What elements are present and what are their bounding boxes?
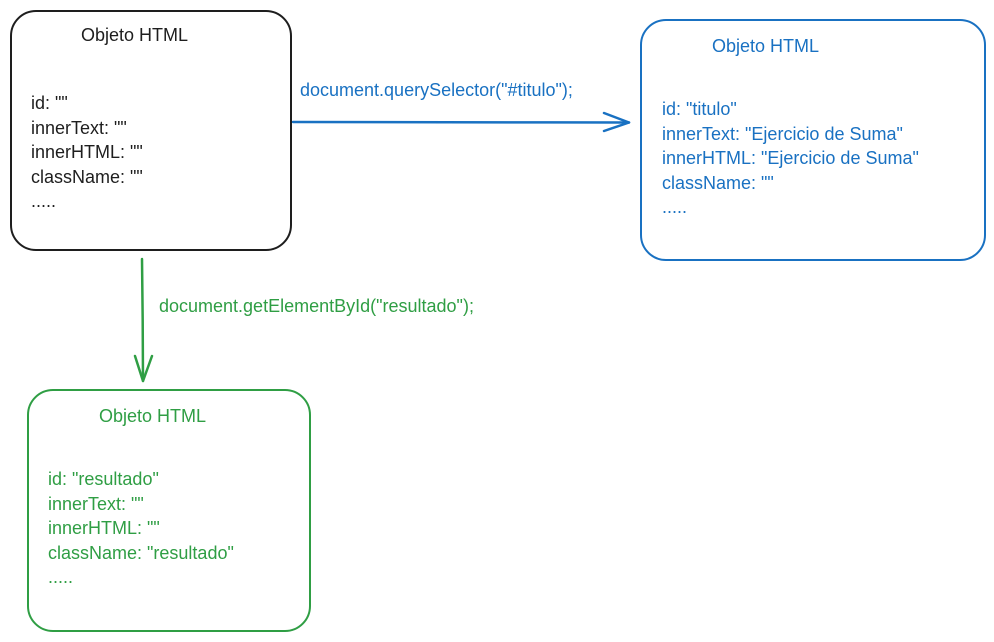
source-prop-innerhtml: innerHTML: "" <box>31 142 143 162</box>
resultado-prop-innertext: innerText: "" <box>48 493 144 514</box>
source-object-props: id: "" innerText: "" innerHTML: "" class… <box>31 91 143 214</box>
titulo-prop-id: id: "titulo" <box>662 99 737 119</box>
source-object-title: Objeto HTML <box>81 25 189 45</box>
titulo-prop-ellipsis: ..... <box>662 197 688 217</box>
arrow-get-element-by-id-head <box>133 354 154 383</box>
source-prop-innertext: innerText: "" <box>31 117 127 138</box>
arrow-get-element-by-id-line <box>140 257 145 383</box>
titulo-object-props: id: "titulo" innerText: "Ejercicio de Su… <box>662 97 919 220</box>
resultado-prop-classname: className: "resultado" <box>48 542 234 563</box>
source-prop-id: id: "" <box>31 93 68 113</box>
source-prop-ellipsis: ..... <box>31 191 57 211</box>
titulo-prop-innerhtml: innerHTML: "Ejercicio de Suma" <box>662 148 919 168</box>
get-element-by-id-label: document.getElementById("resultado"); <box>159 296 474 316</box>
resultado-object-props: id: "resultado" innerText: "" innerHTML:… <box>48 467 234 590</box>
source-prop-classname: className: "" <box>31 166 143 187</box>
resultado-prop-innerhtml: innerHTML: "" <box>48 518 160 538</box>
titulo-prop-innertext: innerText: "Ejercicio de Suma" <box>662 123 903 144</box>
source-object-node: Objeto HTML id: "" innerText: "" innerHT… <box>10 10 292 251</box>
titulo-object-title: Objeto HTML <box>712 36 820 56</box>
arrow-get-element-by-id <box>133 257 154 383</box>
resultado-object-title: Objeto HTML <box>99 406 207 426</box>
resultado-object-node: Objeto HTML id: "resultado" innerText: "… <box>27 389 311 632</box>
titulo-prop-classname: className: "" <box>662 172 774 193</box>
arrow-query-selector-line <box>291 120 631 124</box>
titulo-object-node: Objeto HTML id: "titulo" innerText: "Eje… <box>640 19 986 261</box>
resultado-prop-ellipsis: ..... <box>48 567 74 587</box>
arrow-query-selector <box>291 111 631 133</box>
query-selector-label: document.querySelector("#titulo"); <box>300 80 573 100</box>
resultado-prop-id: id: "resultado" <box>48 469 159 489</box>
arrow-query-selector-head <box>602 111 631 133</box>
